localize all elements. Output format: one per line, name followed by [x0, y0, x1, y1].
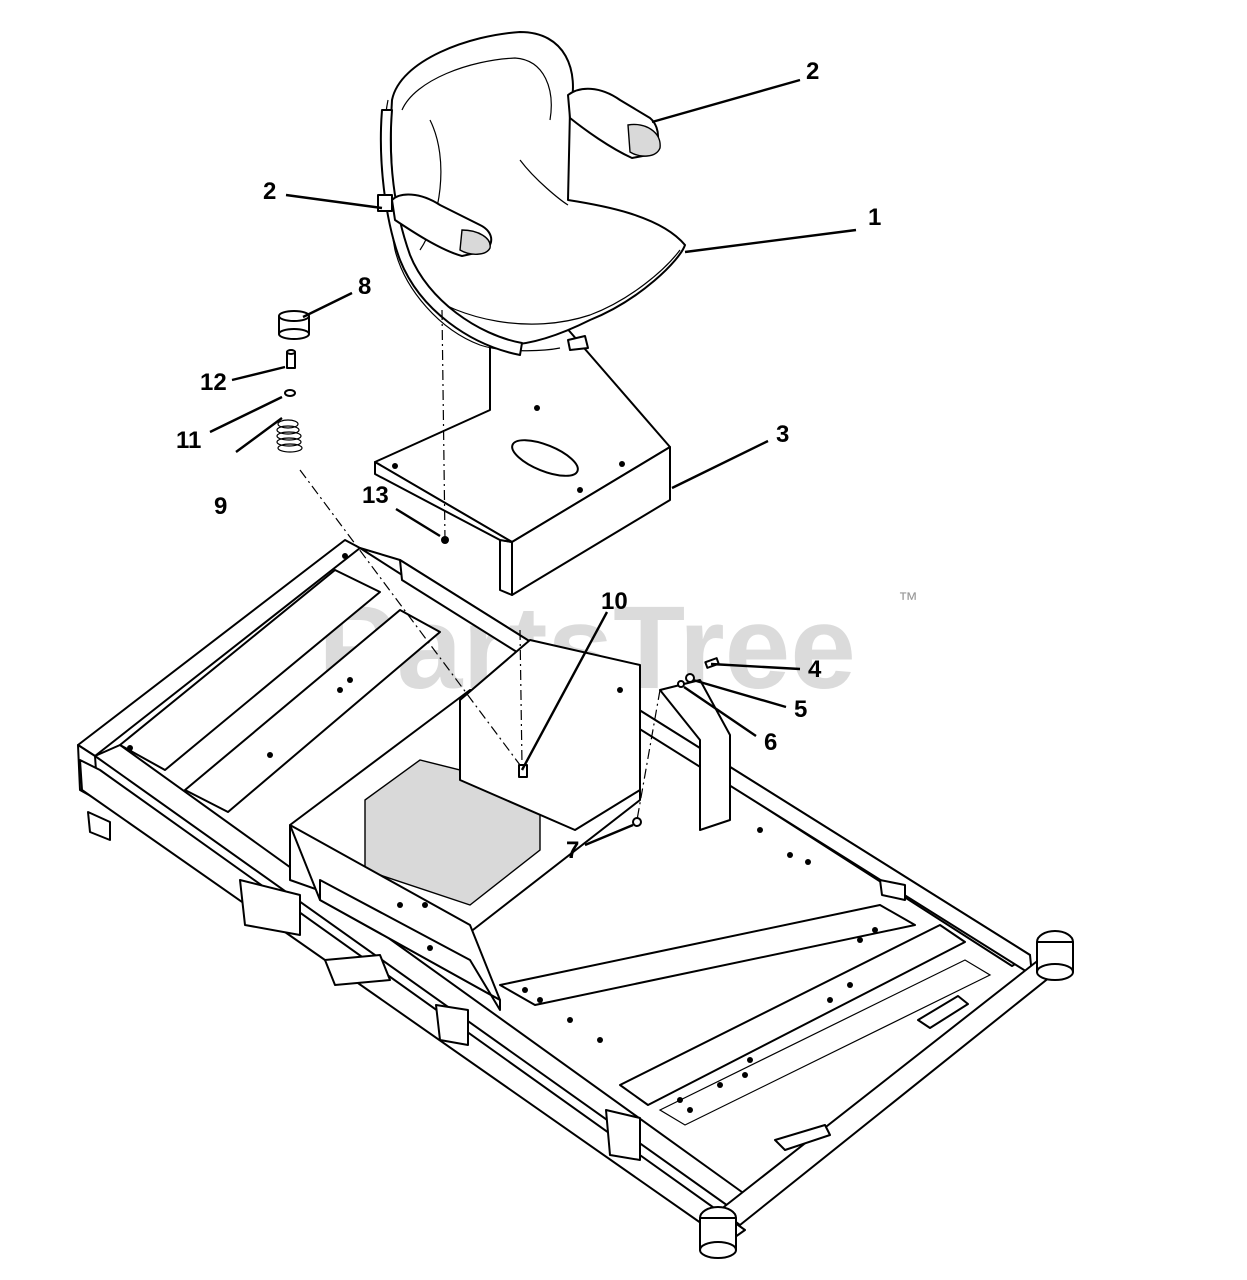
frame-cross-member-1: [119, 569, 381, 771]
knob-part-8: [278, 310, 310, 340]
pin-part-12: [286, 349, 296, 369]
callout-10: 10: [601, 588, 628, 615]
frame-cross-member-5: [658, 959, 992, 1126]
seat-pan-left-flange: [374, 461, 513, 543]
seat-cushion-edge: [419, 249, 681, 325]
callout-5: 5: [794, 696, 807, 723]
frame-cross-member-2: [184, 609, 441, 813]
frame-tab-6: [879, 879, 906, 901]
callout-4: 4: [808, 656, 822, 683]
frame-tab-3: [435, 1004, 469, 1046]
seat-part-1: [379, 31, 686, 356]
callout-7: 7: [566, 837, 579, 864]
callout-12: 12: [200, 369, 227, 396]
assembly-lines: [299, 309, 661, 821]
seat-spring-hardware: [276, 310, 720, 827]
watermark-trademark: ™: [898, 589, 918, 611]
armrest-left-end: [459, 229, 491, 255]
callout-2-left-armrest: 2: [263, 178, 276, 205]
frame-seat-tower: [459, 639, 641, 831]
frame-tab-5: [87, 811, 111, 841]
callout-11: 11: [176, 427, 201, 454]
chassis-frame: [77, 539, 1074, 1259]
seat-pan-side-flange: [499, 539, 513, 596]
seat-back-contour-3: [519, 159, 569, 206]
armrest-part-2-left: [377, 193, 493, 257]
frame-holes: [127, 553, 878, 1113]
callout-3: 3: [776, 421, 789, 448]
seat-pan-part-3: [374, 287, 671, 596]
callout-1: 1: [868, 204, 881, 231]
frame-tab-4: [605, 1109, 641, 1161]
callout-labels: 1 2 2 3 4 5 6 7 8 9 10 11 12 13: [176, 58, 881, 864]
seat-back-contour-1: [401, 57, 552, 121]
frame-guide-arrow-2: [774, 1124, 831, 1151]
callout-6: 6: [764, 729, 777, 756]
callout-8: 8: [358, 273, 371, 300]
callout-leaders: [209, 78, 857, 847]
bolt-part-10: [518, 764, 528, 778]
frame-tab-2: [324, 954, 391, 986]
seat-mounting-tab: [567, 335, 589, 351]
frame-guide-arrow-1: [917, 995, 969, 1029]
callout-2-right-armrest: 2: [806, 58, 819, 85]
frame-tab-1: [239, 879, 301, 936]
armrest-part-2-right: [567, 87, 661, 159]
armrest-right-end: [627, 123, 661, 157]
nut-part-6: [677, 680, 685, 688]
frame-front-plate-face: [319, 879, 501, 1011]
frame-rear-tube-post-left-base: [699, 1241, 737, 1259]
nut-part-13: [441, 536, 449, 544]
spring-part-9: [276, 419, 303, 453]
callout-9: 9: [214, 493, 227, 520]
frame-right-bracket: [659, 679, 731, 831]
callout-13: 13: [362, 482, 389, 509]
washer-part-5: [685, 673, 695, 683]
washer-part-11: [284, 389, 296, 397]
frame-rear-tube-post-right-base: [1036, 963, 1074, 981]
nut-part-7: [632, 817, 642, 827]
frame-cross-member-3: [499, 904, 916, 1006]
seat-pan-slot: [511, 439, 579, 477]
frame-cross-member-4: [619, 924, 966, 1106]
